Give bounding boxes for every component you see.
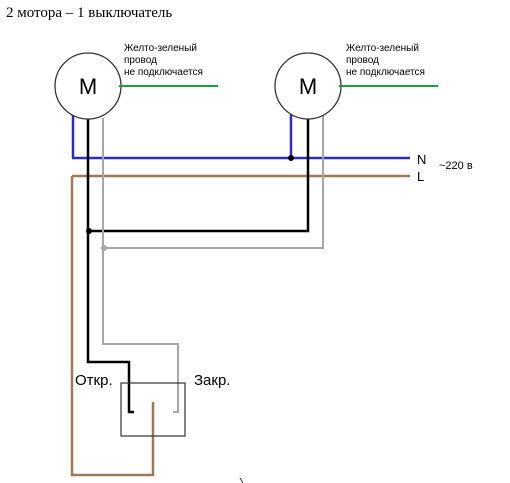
motor-2-note-line-3: не подключается: [346, 67, 425, 78]
motor-1-note-line-1: Желто-зеленый: [124, 43, 197, 54]
open-circuit-black-wire: [86, 118, 134, 414]
motor-2-grey-wire: [104, 110, 324, 249]
line-label: L: [417, 169, 424, 184]
motor-2-neutral-junction: [288, 155, 294, 161]
motor-1: M: [54, 52, 122, 120]
black-junction: [86, 228, 92, 234]
motor-2-note-line-2: провод: [346, 55, 379, 66]
motor-1-label: M: [79, 74, 97, 99]
close-circuit-grey-wire: [102, 118, 179, 413]
motor-1-note-line-2: провод: [124, 55, 157, 66]
voltage-label: ~220 в: [439, 160, 473, 172]
switch-open-label: Откр.: [75, 372, 113, 389]
switch-box: [120, 382, 186, 437]
motor-1-note-line-3: не подключается: [124, 67, 203, 78]
motor-2-black-wire: [89, 110, 310, 233]
motor-2-note-line-1: Желто-зеленый: [346, 43, 419, 54]
switch-close-label: Закр.: [194, 372, 230, 389]
phase-to-switch-wire: [70, 176, 155, 477]
stray-mark: [239, 477, 244, 483]
motor-2-label: M: [299, 74, 317, 99]
page-title: 2 мотора – 1 выключатель: [6, 5, 173, 21]
motor-2: M: [274, 52, 342, 120]
grey-junction: [101, 245, 107, 251]
neutral-label: N: [417, 152, 426, 167]
